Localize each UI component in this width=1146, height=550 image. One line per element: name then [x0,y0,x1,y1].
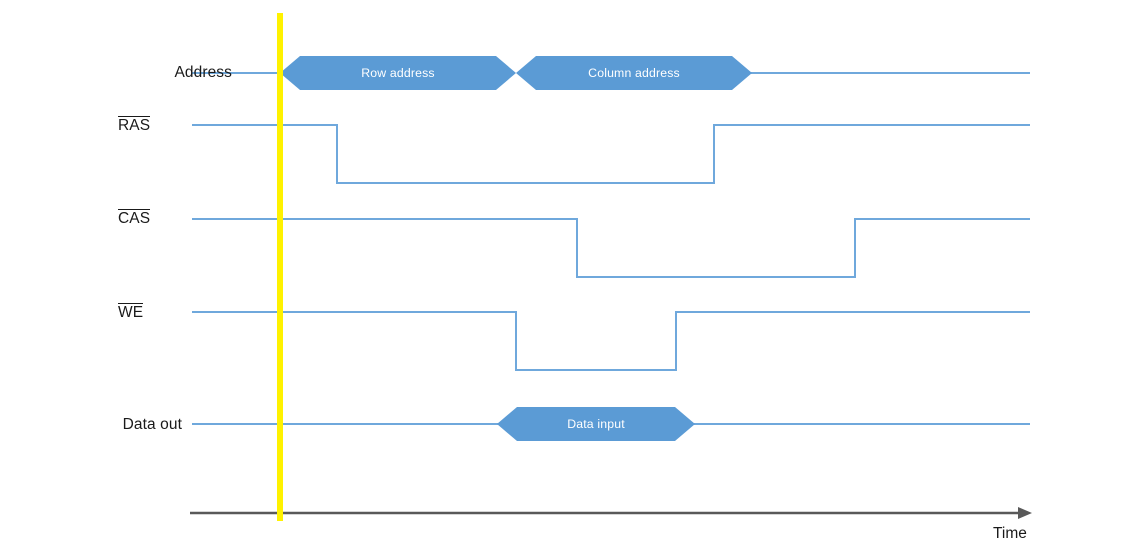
row-label-ras: RAS [118,116,151,135]
row-label-cas-text: CAS [118,209,151,227]
bus-shape-row-address [280,56,516,90]
row-label-address-text: Address [174,64,232,81]
row-label-we: WE [118,303,144,322]
signal-row-data-out [192,407,1030,441]
row-label-data-out-text: Data out [122,416,182,433]
bus-label-row-address-text: Row address [361,66,435,80]
signal-row-we [192,311,1030,371]
bus-label-data-input: Data input [516,417,676,431]
bus-label-row-address: Row address [318,66,478,80]
ras-waveform [192,124,1030,184]
signal-row-ras [192,124,1030,184]
bus-shape-data-input [497,407,695,441]
row-label-ras-text: RAS [118,116,151,134]
signal-row-address [192,56,1030,90]
row-label-address: Address [118,64,232,82]
row-label-data-out: Data out [118,416,182,434]
time-axis-label-text: Time [993,525,1027,542]
time-axis-arrowhead [1018,507,1032,519]
time-axis-label: Time [993,525,1027,543]
we-waveform [192,311,1030,371]
bus-shape-column-address [516,56,752,90]
time-axis [190,507,1032,519]
row-label-cas: CAS [118,209,151,228]
bus-label-data-input-text: Data input [567,417,625,431]
bus-label-column-address-text: Column address [588,66,680,80]
bus-label-column-address: Column address [554,66,714,80]
cas-waveform [192,218,1030,278]
row-label-we-text: WE [118,303,144,321]
signal-row-cas [192,218,1030,278]
